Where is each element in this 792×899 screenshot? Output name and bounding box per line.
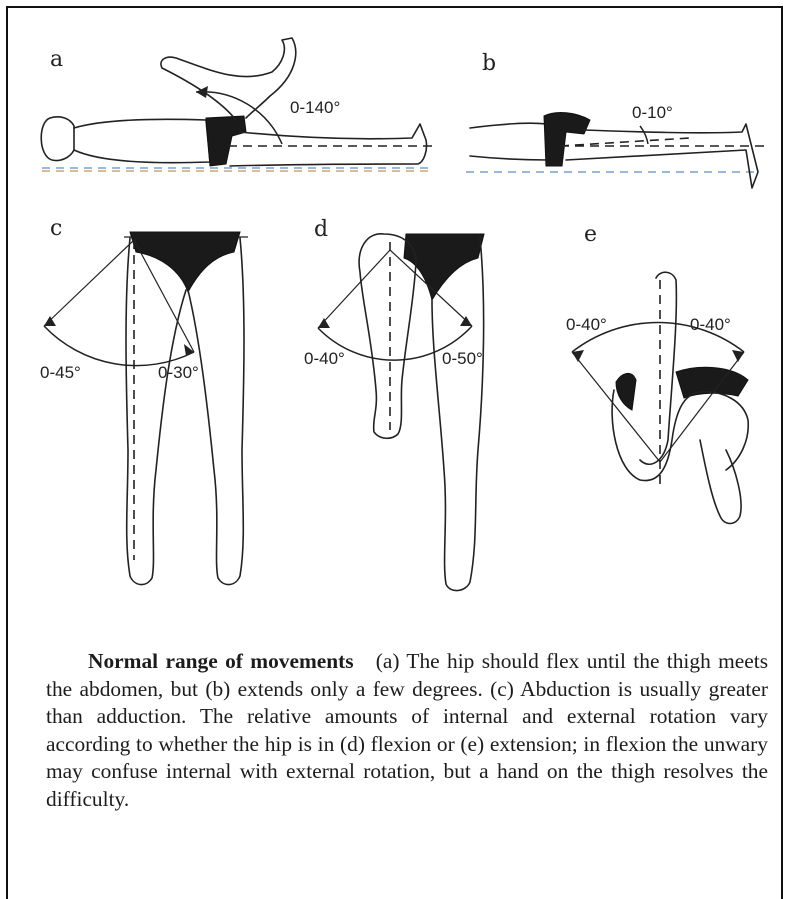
panel-c-briefs — [130, 232, 240, 292]
panel-e-other-leg — [700, 440, 741, 524]
hip-range-of-motion-illustration: a 0-140° b 0-10° c — [0, 0, 792, 640]
panel-b-torso — [470, 123, 548, 160]
panel-d-standing-leg — [432, 238, 484, 591]
panel-c-arrowhead-left — [44, 316, 56, 326]
panel-d-flexed-leg — [359, 234, 416, 438]
panel-e-arrowhead-right — [732, 350, 744, 362]
panel-a-extended-leg — [230, 124, 427, 166]
panel-b-leg — [566, 124, 758, 188]
panel-e-angle-left: 0-40° — [566, 315, 607, 334]
panel-e-arrowhead-left — [572, 350, 584, 362]
panel-c-angle-left: 0-45° — [40, 363, 81, 382]
figure-caption: Normal range of movements (a) The hip sh… — [46, 648, 768, 813]
panel-e-letter: e — [584, 222, 597, 247]
panel-d: d 0-40° 0-50° — [304, 217, 484, 591]
panel-a-torso — [74, 119, 210, 162]
panel-c: c 0-45° 0-30° — [40, 216, 248, 585]
panel-a-flexed-leg — [161, 38, 296, 120]
panel-e-angle-right: 0-40° — [690, 315, 731, 334]
panel-b-extension-line — [560, 138, 690, 146]
panel-c-arc — [44, 326, 194, 366]
caption-title: Normal range of movements — [88, 649, 354, 673]
panel-c-abduction-line — [44, 240, 134, 326]
panel-b-letter: b — [482, 51, 496, 76]
panel-a-angle-label: 0-140° — [290, 98, 340, 117]
panel-d-letter: d — [314, 217, 328, 242]
panel-e: e 0-40° 0-40° — [566, 222, 748, 524]
caption-body: (a) The hip should flex until the thigh … — [46, 649, 768, 811]
panel-a-head — [41, 117, 74, 161]
panel-d-arrowhead-left — [318, 318, 330, 328]
panel-c-right-leg — [126, 238, 186, 585]
panel-a-briefs — [206, 116, 246, 166]
panel-d-angle-right: 0-50° — [442, 349, 483, 368]
panel-d-arrowhead-right — [460, 316, 472, 326]
panel-d-external-line — [318, 250, 390, 328]
panel-c-left-leg — [188, 238, 244, 585]
panel-b: b 0-10° — [466, 51, 770, 188]
panel-e-briefs-left — [616, 373, 636, 410]
panel-a-letter: a — [50, 47, 63, 72]
panel-d-angle-left: 0-40° — [304, 349, 345, 368]
panel-e-lower-leg — [640, 272, 676, 464]
panel-b-angle-label: 0-10° — [632, 103, 673, 122]
panel-b-briefs — [544, 113, 590, 166]
panel-c-letter: c — [50, 216, 62, 241]
panel-a: a 0-140° — [41, 38, 432, 171]
panel-c-angle-right: 0-30° — [158, 363, 199, 382]
